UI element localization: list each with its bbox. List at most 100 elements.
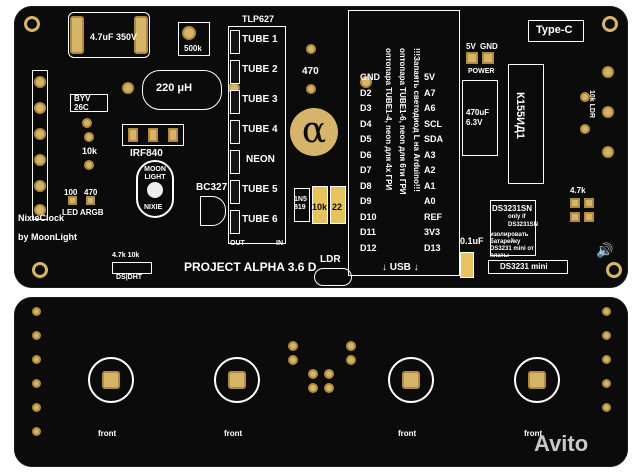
pad xyxy=(570,198,580,208)
mounting-hole xyxy=(602,16,618,32)
pad xyxy=(584,212,594,222)
arduino-pin: A6 xyxy=(424,103,464,117)
arduino-pin-label: D7 xyxy=(360,165,372,175)
transistor-label: BC327 xyxy=(196,182,228,193)
diode-label: BYV 26C xyxy=(74,94,91,112)
opto-chip xyxy=(230,30,240,54)
resistor-label: 470 xyxy=(302,66,319,77)
arduino-pin: A3 xyxy=(424,150,464,164)
arduino-pin: D7 xyxy=(360,165,400,179)
mounting-hole xyxy=(606,262,622,278)
brand-author: by MoonLight xyxy=(18,232,77,242)
project-title: PROJECT ALPHA 3.6 D xyxy=(184,260,317,274)
left-header xyxy=(32,70,48,220)
out-label: OUT xyxy=(230,240,245,247)
arduino-pin-label: REF xyxy=(424,211,442,222)
arduino-pin: A7 xyxy=(424,88,464,102)
tube-label: TUBE 6 xyxy=(242,214,278,225)
arduino-pin-label: 5V xyxy=(424,72,436,82)
inductor-outline xyxy=(142,70,222,110)
arduino-pin-label: A6 xyxy=(424,103,436,113)
arduino-pin: REF xyxy=(424,212,464,226)
header-pin xyxy=(602,355,611,364)
opto-chip xyxy=(230,180,240,204)
warning-col: оптопара TUBE1-4, neon для 4х ГРИ xyxy=(384,48,398,244)
arduino-pin-label: D8 xyxy=(360,180,372,191)
pad xyxy=(584,198,594,208)
mounting-hole xyxy=(32,262,48,278)
header-pin xyxy=(32,307,41,316)
transistor-outline xyxy=(200,196,226,226)
tube-socket: front xyxy=(66,335,156,438)
cap-body xyxy=(460,252,474,278)
arduino-pin: D10 xyxy=(360,212,400,226)
ldr-outline xyxy=(314,268,352,286)
neon-label: NEON xyxy=(246,154,275,165)
arduino-pin: 5V xyxy=(424,72,464,86)
pcb-tube-board: front front front front Avito xyxy=(14,297,628,467)
opto-chip xyxy=(230,150,240,174)
power-pad xyxy=(482,52,494,64)
arduino-pin-label: D6 xyxy=(360,149,372,160)
arduino-left-pins xyxy=(360,46,374,246)
opto-chip xyxy=(230,90,240,114)
mosfet-outline xyxy=(122,124,184,146)
front-label: front xyxy=(224,429,243,438)
header-pin xyxy=(602,379,611,388)
arduino-pin: D13 xyxy=(424,243,464,257)
rtc-label: DS3231SN xyxy=(492,204,533,213)
cap-label: 470uF 6.3V xyxy=(466,108,490,127)
mosfet-label: IRF840 xyxy=(130,148,163,159)
capacitor-label: 4.7uF 350V xyxy=(90,32,138,42)
socket-ring xyxy=(514,357,560,403)
neon-pad xyxy=(346,355,356,365)
arduino-pin: D5 xyxy=(360,134,400,148)
arduino-pin-label: D10 xyxy=(360,211,377,222)
pad xyxy=(82,118,92,128)
speaker-icon: 🔊 xyxy=(596,242,614,258)
warning-text: !!!Запаять светодиод L на Arduino!!! xyxy=(412,48,421,192)
arduino-pin-label: A2 xyxy=(424,165,436,175)
socket-ring xyxy=(214,357,260,403)
arduino-pin-label: A1 xyxy=(424,180,436,191)
header-pin xyxy=(602,106,614,118)
arduino-pin-label: D5 xyxy=(360,134,372,144)
front-label: front xyxy=(398,429,417,438)
arduino-pin: D8 xyxy=(360,181,400,195)
header-pin xyxy=(602,146,614,158)
socket-ring xyxy=(88,357,134,403)
tube-label: TUBE 1 xyxy=(242,34,278,45)
moon-icon xyxy=(147,182,163,198)
resistor-body xyxy=(330,186,346,224)
pad xyxy=(128,128,138,142)
arduino-pin: A0 xyxy=(424,196,464,210)
pot-label: 500k xyxy=(184,44,202,53)
arduino-pin: D3 xyxy=(360,103,400,117)
power-pad xyxy=(466,52,478,64)
pot-pad xyxy=(182,26,196,40)
opto-chip xyxy=(230,60,240,84)
usb-label: ↓ USB ↓ xyxy=(382,262,419,273)
arduino-pin-label: D2 xyxy=(360,87,372,98)
pcb-main-board: 4.7uF 350V NixieClock by MoonLight BYV 2… xyxy=(14,6,628,288)
pad xyxy=(68,196,77,205)
tube-socket: front xyxy=(192,335,282,438)
rtc-note: изолировать батарейку DS3231 mini от пла… xyxy=(490,232,534,259)
header-pin xyxy=(32,403,41,412)
pad xyxy=(86,196,95,205)
header-pin xyxy=(32,355,41,364)
pad xyxy=(580,124,590,134)
header-pin xyxy=(34,76,46,88)
ldr-res-label: 10k LDR xyxy=(588,90,595,119)
resistor-label: 22 xyxy=(332,202,343,212)
tube-label: TUBE 5 xyxy=(242,184,278,195)
ldr-label: LDR xyxy=(320,254,341,265)
tube-label: TUBE 3 xyxy=(242,94,278,105)
socket-center-pad xyxy=(102,371,120,389)
front-label: front xyxy=(98,429,117,438)
arduino-pin: D12 xyxy=(360,243,400,257)
resistor-label: 10k xyxy=(312,202,328,212)
socket-ring xyxy=(388,357,434,403)
socket-center-pad xyxy=(402,371,420,389)
neon-pad xyxy=(308,369,318,379)
